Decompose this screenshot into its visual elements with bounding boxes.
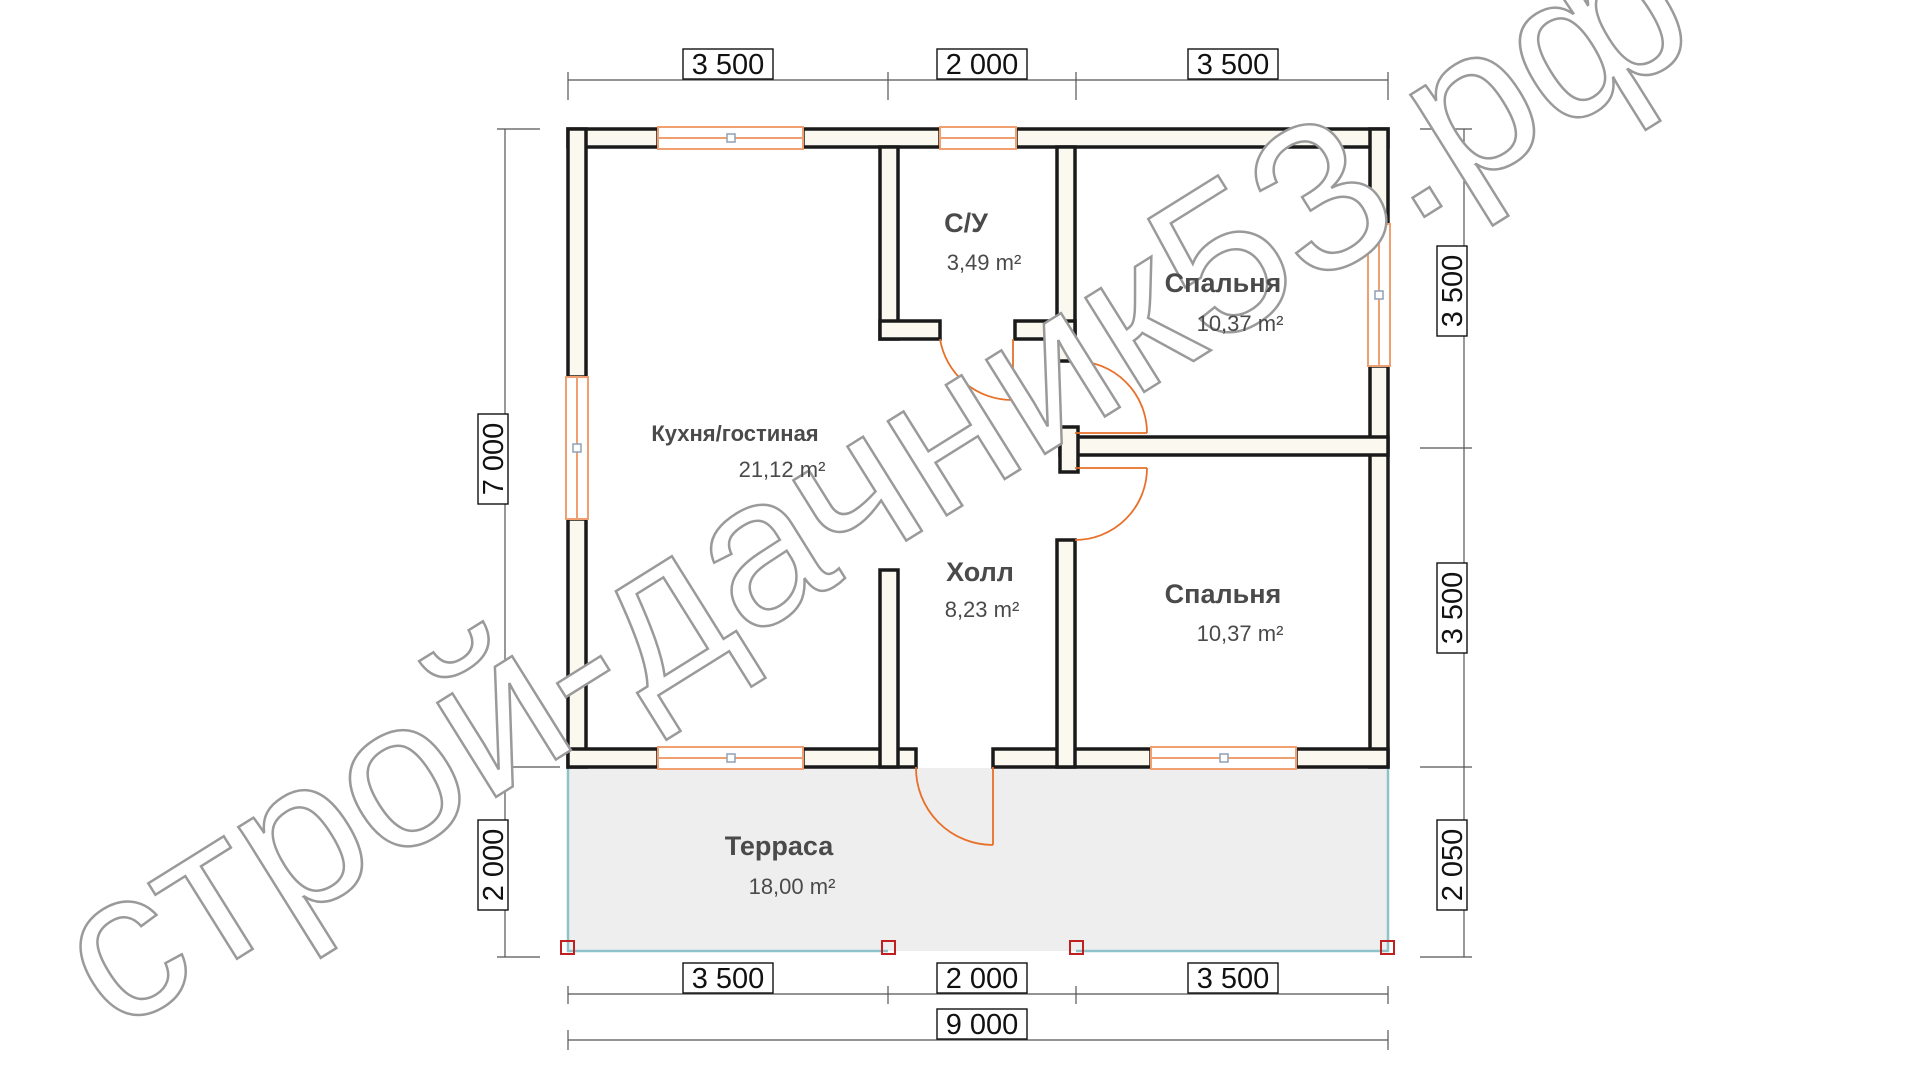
dim-right-1: 3 500 [1437,255,1469,328]
room-area-bathroom: 3,49 m² [947,250,1022,275]
terrace-post [560,940,575,955]
dim-bottom-2: 2 000 [946,963,1019,995]
room-area-kitchen: 21,12 m² [739,457,826,482]
window [1150,746,1297,770]
windows [565,126,1391,770]
room-area-terrace: 18,00 m² [749,874,836,899]
room-name-bedroom2: Спальня [1165,579,1282,609]
door-bathroom [939,338,1014,401]
dim-bottom-3: 3 500 [1197,963,1270,995]
door-bedroom1 [1074,360,1148,434]
wall-right-mid [1368,364,1390,769]
window [565,376,589,520]
wall-bottom-right-b [1294,747,1390,769]
terrace-post [881,940,896,955]
room-name-bathroom: С/У [944,208,989,238]
dim-bottom-1: 3 500 [692,963,765,995]
dimension-labels [477,48,1468,1040]
room-name-hall: Холл [946,557,1014,587]
dim-total: 9 000 [946,1009,1019,1041]
terrace [560,768,1395,955]
dim-top-2: 2 000 [946,49,1019,81]
door-bedroom2 [1074,467,1148,541]
window [657,746,804,770]
room-name-kitchen: Кухня/гостиная [651,421,818,446]
doors [915,338,1148,846]
dim-left-1: 7 000 [478,423,510,496]
window [657,126,804,150]
dimension-lines [497,72,1472,1050]
room-name-bedroom1: Спальня [1165,268,1282,298]
terrace-post [1069,940,1084,955]
wall-top-mid-left [801,127,942,149]
wall-bath-right [1055,145,1077,363]
dim-right-3: 2 050 [1437,829,1469,902]
wall-bath-left [878,145,900,341]
dim-right-2: 3 500 [1437,572,1469,645]
wall-hall-left [878,568,900,769]
door-entrance [915,766,994,846]
terrace-post [1380,940,1395,955]
dim-top-1: 3 500 [692,49,765,81]
wall-bedroom-divider-stub [1058,425,1080,474]
room-area-bedroom2: 10,37 m² [1197,621,1284,646]
window [1367,223,1391,367]
terrace-floor [568,768,1388,951]
wall-bath-bottom-left [878,319,942,341]
wall-left-top [566,127,588,379]
dim-top-3: 3 500 [1197,49,1270,81]
terrace-railing [566,768,1390,953]
dimension-texts: 3 500 2 000 3 500 3 500 2 000 3 500 9 00… [478,49,1469,1041]
dim-left-2: 2 000 [478,829,510,902]
room-name-terrace: Терраса [725,831,835,861]
wall-bedroom2-left [1055,538,1077,769]
room-labels: Кухня/гостиная 21,12 m² С/У 3,49 m² Спал… [651,208,1283,899]
wall-bath-bottom-right [1013,319,1077,341]
room-area-hall: 8,23 m² [945,597,1020,622]
window [939,126,1017,150]
room-area-bedroom1: 10,37 m² [1197,311,1284,336]
